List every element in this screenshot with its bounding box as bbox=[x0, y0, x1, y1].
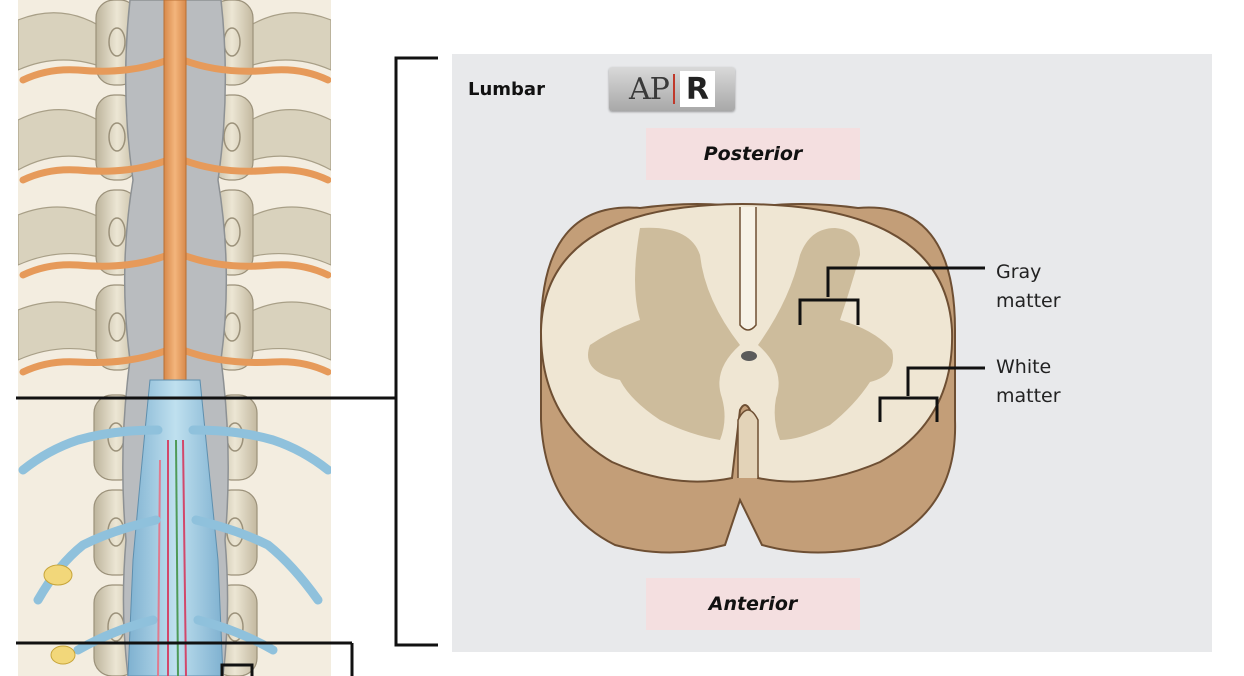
ganglia bbox=[43, 564, 76, 665]
transverse-processes-right bbox=[235, 12, 331, 361]
posterior-median-sulcus bbox=[739, 207, 757, 331]
white-matter-label-line1: White bbox=[996, 356, 1052, 378]
anterior-median-fissure bbox=[737, 409, 759, 478]
apr-logo: AP R bbox=[609, 67, 735, 111]
gray-matter-label-line2: matter bbox=[996, 290, 1061, 312]
gray-matter-right bbox=[758, 228, 894, 440]
white-matter-label-line2: matter bbox=[996, 385, 1061, 407]
central-canal bbox=[741, 351, 757, 361]
gray-matter-callout: Gray matter bbox=[996, 258, 1061, 316]
gray-matter-label-line1: Gray bbox=[996, 261, 1042, 283]
spine-illustration bbox=[18, 0, 331, 676]
apr-logo-separator bbox=[672, 74, 675, 104]
region-brackets bbox=[16, 56, 438, 676]
lumbar-bracket bbox=[394, 56, 438, 647]
cauda-equina-strands bbox=[157, 439, 187, 676]
spinal-nerves bbox=[19, 56, 331, 376]
posterior-label: Posterior bbox=[646, 128, 860, 180]
apr-logo-r: R bbox=[679, 71, 715, 107]
gray-matter-left bbox=[588, 227, 740, 440]
spinal-column-drawing bbox=[18, 0, 331, 676]
white-matter-callout: White matter bbox=[996, 353, 1061, 411]
apr-logo-ap: AP bbox=[629, 71, 670, 107]
sacral-small-bracket bbox=[220, 663, 254, 676]
white-matter-pointer bbox=[878, 366, 985, 422]
region-label: Lumbar bbox=[468, 79, 545, 100]
gray-matter-pointer bbox=[798, 266, 985, 325]
anterior-label: Anterior bbox=[646, 578, 860, 630]
